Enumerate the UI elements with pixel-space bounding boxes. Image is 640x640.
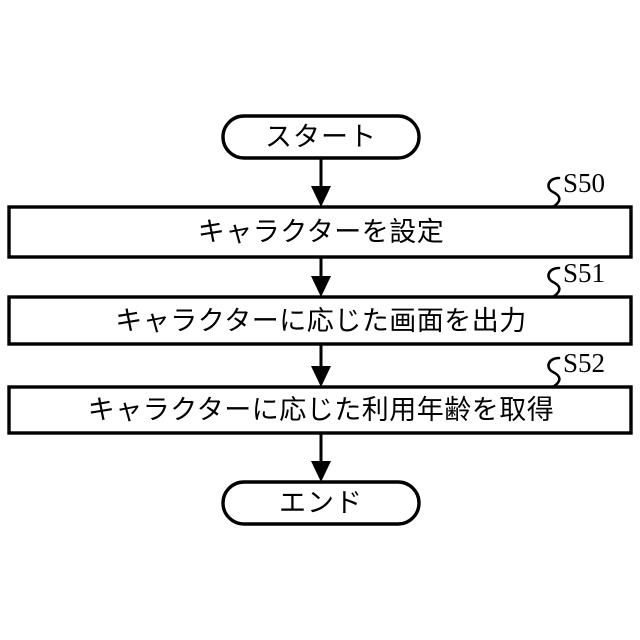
step-marker-s50: S50 — [547, 168, 605, 209]
node-end[interactable]: エンド — [221, 480, 421, 526]
connector-s51-to-s52 — [311, 344, 331, 387]
s52-step-text: S52 — [563, 348, 605, 378]
s51-leader-line — [547, 266, 561, 299]
end-label: エンド — [279, 488, 363, 518]
start-label: スタート — [265, 122, 377, 152]
arrow-head-icon — [311, 366, 331, 387]
arrow-head-icon — [311, 276, 331, 297]
step-marker-s51: S51 — [547, 258, 605, 299]
s52-leader-line — [547, 356, 561, 389]
node-s51[interactable]: キャラクターに応じた画面を出力 — [7, 295, 633, 346]
s51-label: キャラクターに応じた画面を出力 — [115, 306, 526, 336]
s50-label: キャラクターを設定 — [198, 217, 444, 247]
s52-process-shape — [7, 385, 633, 435]
node-start[interactable]: スタート — [221, 114, 421, 160]
s50-leader-line — [547, 176, 561, 209]
connector-start-to-s50 — [311, 158, 331, 207]
s50-step-text: S50 — [563, 168, 605, 198]
step-marker-s52: S52 — [547, 348, 605, 389]
connector-s50-to-s51 — [311, 257, 331, 297]
s51-step-text: S51 — [563, 258, 605, 288]
connector-s52-to-end — [311, 433, 331, 482]
s50-process-shape — [7, 205, 633, 259]
end-terminator-shape — [221, 480, 421, 526]
node-s52[interactable]: キャラクターに応じた利用年齢を取得 — [7, 385, 633, 435]
arrow-head-icon — [311, 186, 331, 207]
arrow-head-icon — [311, 461, 331, 482]
node-s50[interactable]: キャラクターを設定 — [7, 205, 633, 259]
s52-label: キャラクターに応じた利用年齢を取得 — [88, 395, 554, 425]
